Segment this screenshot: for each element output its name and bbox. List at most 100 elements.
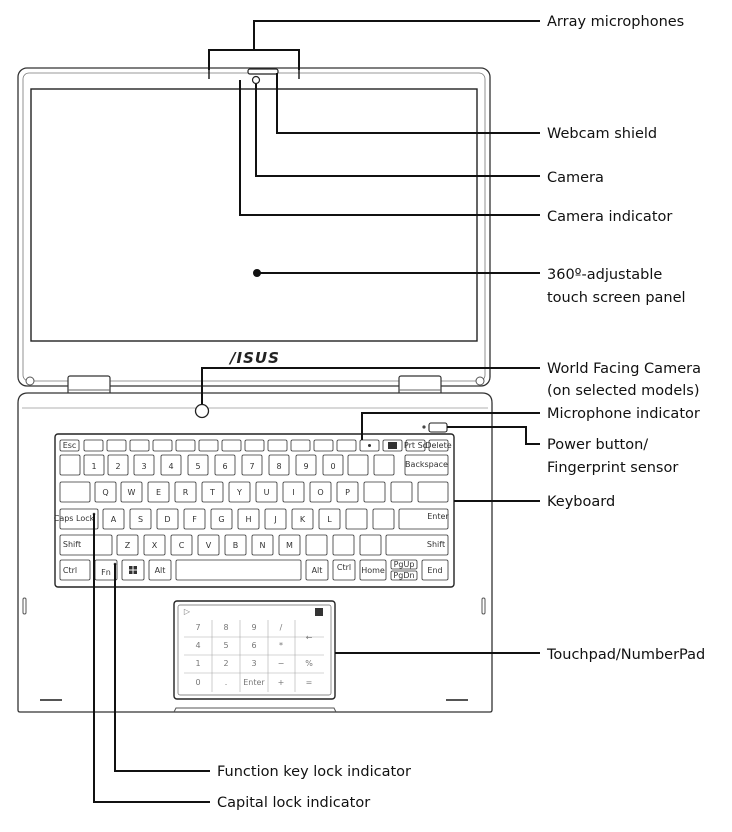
key-e[interactable] bbox=[147, 481, 170, 503]
key-backtick[interactable] bbox=[59, 454, 81, 476]
key-quote[interactable] bbox=[372, 508, 395, 530]
key-period[interactable] bbox=[332, 534, 355, 556]
key-backspace[interactable] bbox=[404, 454, 449, 476]
key-end[interactable] bbox=[421, 559, 449, 581]
key-l[interactable] bbox=[318, 508, 341, 530]
key-f8[interactable] bbox=[244, 439, 265, 452]
numpad-multiply[interactable]: * bbox=[279, 641, 283, 650]
numpad-3[interactable]: 3 bbox=[251, 659, 256, 668]
key-delete[interactable] bbox=[428, 439, 449, 452]
key-tab[interactable] bbox=[59, 481, 91, 503]
key-g[interactable] bbox=[210, 508, 233, 530]
key-8[interactable] bbox=[268, 454, 290, 476]
numpad-0[interactable]: 0 bbox=[195, 678, 200, 687]
numpad-1[interactable]: 1 bbox=[195, 659, 200, 668]
key-u[interactable] bbox=[255, 481, 278, 503]
numpad-plus[interactable]: + bbox=[278, 678, 285, 687]
touchpad[interactable]: ▷ 7 8 9 / 4 5 6 * ← 1 2 3 − % bbox=[173, 600, 336, 700]
svg-text:6: 6 bbox=[222, 462, 227, 471]
key-bracket-right[interactable] bbox=[390, 481, 413, 503]
key-f11[interactable] bbox=[313, 439, 334, 452]
numpad-minus[interactable]: − bbox=[278, 659, 285, 668]
key-esc[interactable] bbox=[59, 439, 80, 452]
key-1[interactable] bbox=[83, 454, 105, 476]
key-slash[interactable] bbox=[359, 534, 382, 556]
key-s[interactable] bbox=[129, 508, 152, 530]
key-9[interactable] bbox=[295, 454, 317, 476]
numpad-9[interactable]: 9 bbox=[251, 623, 256, 632]
key-i[interactable] bbox=[282, 481, 305, 503]
numpad-6[interactable]: 6 bbox=[251, 641, 256, 650]
key-f7[interactable] bbox=[221, 439, 242, 452]
key-ctrl-left[interactable] bbox=[59, 559, 91, 581]
key-backslash[interactable] bbox=[417, 481, 449, 503]
numpad-enter[interactable]: Enter bbox=[243, 678, 265, 687]
key-z[interactable] bbox=[116, 534, 139, 556]
numpad-percent[interactable]: % bbox=[305, 659, 313, 668]
key-n[interactable] bbox=[251, 534, 274, 556]
key-3[interactable] bbox=[133, 454, 155, 476]
key-y[interactable] bbox=[228, 481, 251, 503]
key-shift-left[interactable] bbox=[59, 534, 113, 556]
key-ctrl-right[interactable] bbox=[332, 559, 356, 581]
key-r[interactable] bbox=[174, 481, 197, 503]
numpad-4[interactable]: 4 bbox=[195, 641, 200, 650]
key-alt-left[interactable] bbox=[148, 559, 172, 581]
key-x[interactable] bbox=[143, 534, 166, 556]
key-j[interactable] bbox=[264, 508, 287, 530]
key-f[interactable] bbox=[183, 508, 206, 530]
key-4[interactable] bbox=[160, 454, 182, 476]
key-f12[interactable] bbox=[336, 439, 357, 452]
key-7[interactable] bbox=[241, 454, 263, 476]
key-p[interactable] bbox=[336, 481, 359, 503]
key-home[interactable] bbox=[359, 559, 387, 581]
key-6[interactable] bbox=[214, 454, 236, 476]
key-bracket-left[interactable] bbox=[363, 481, 386, 503]
key-semicolon[interactable] bbox=[345, 508, 368, 530]
numpad-7[interactable]: 7 bbox=[195, 623, 200, 632]
key-a[interactable] bbox=[102, 508, 125, 530]
key-alt-right[interactable] bbox=[305, 559, 329, 581]
key-minus[interactable] bbox=[347, 454, 369, 476]
key-t[interactable] bbox=[201, 481, 224, 503]
key-comma[interactable] bbox=[305, 534, 328, 556]
numpad-8[interactable]: 8 bbox=[223, 623, 228, 632]
key-h[interactable] bbox=[237, 508, 260, 530]
key-f5[interactable] bbox=[175, 439, 196, 452]
key-enter[interactable] bbox=[398, 508, 449, 530]
key-f2[interactable] bbox=[106, 439, 127, 452]
numpad-backspace[interactable]: ← bbox=[306, 633, 313, 642]
key-v[interactable] bbox=[197, 534, 220, 556]
numpad-5[interactable]: 5 bbox=[223, 641, 228, 650]
key-q[interactable] bbox=[94, 481, 117, 503]
key-f4[interactable] bbox=[152, 439, 173, 452]
key-d[interactable] bbox=[156, 508, 179, 530]
key-space[interactable] bbox=[175, 559, 302, 581]
numpad-divide[interactable]: / bbox=[280, 623, 283, 632]
key-f9[interactable] bbox=[267, 439, 288, 452]
key-f3[interactable] bbox=[129, 439, 150, 452]
key-pgdn[interactable] bbox=[390, 570, 418, 581]
key-c[interactable] bbox=[170, 534, 193, 556]
key-f1[interactable] bbox=[83, 439, 104, 452]
key-b[interactable] bbox=[224, 534, 247, 556]
key-pgup[interactable] bbox=[390, 559, 418, 570]
key-prtsc[interactable] bbox=[405, 439, 426, 452]
power-button[interactable] bbox=[428, 422, 448, 433]
key-m[interactable] bbox=[278, 534, 301, 556]
key-windows[interactable] bbox=[121, 559, 145, 581]
key-caps-lock[interactable] bbox=[59, 508, 99, 530]
key-equals[interactable] bbox=[373, 454, 395, 476]
key-k[interactable] bbox=[291, 508, 314, 530]
numpad-dot[interactable]: . bbox=[225, 678, 228, 687]
numpad-2[interactable]: 2 bbox=[223, 659, 228, 668]
key-o[interactable] bbox=[309, 481, 332, 503]
key-0[interactable] bbox=[322, 454, 344, 476]
key-2[interactable] bbox=[107, 454, 129, 476]
key-f10[interactable] bbox=[290, 439, 311, 452]
key-shift-right[interactable] bbox=[385, 534, 449, 556]
key-w[interactable] bbox=[120, 481, 143, 503]
key-5[interactable] bbox=[187, 454, 209, 476]
numpad-equals[interactable]: = bbox=[306, 678, 313, 687]
key-f6[interactable] bbox=[198, 439, 219, 452]
